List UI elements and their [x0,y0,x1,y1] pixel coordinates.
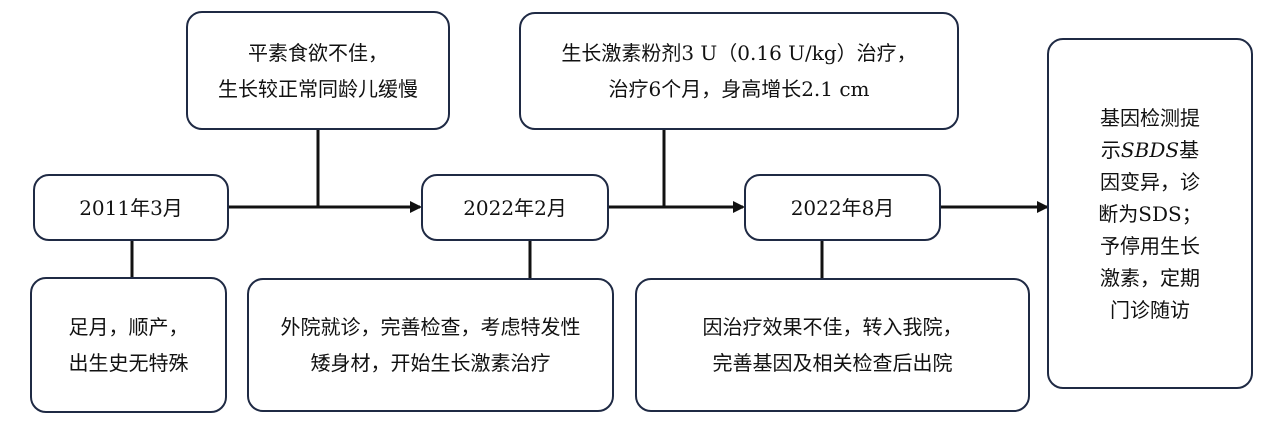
event-box-appetite: 平素食欲不佳， 生长较正常同龄儿缓慢 [186,11,450,130]
event-box-transfer: 因治疗效果不佳，转入我院， 完善基因及相关检查后出院 [635,278,1030,412]
date-box-2022-08: 2022年8月 [744,174,941,241]
event-text-line: 生长激素粉剂3 U（0.16 U/kg）治疗， [561,41,917,65]
event-text-line: 矮身材，开始生长激素治疗 [310,351,551,375]
date-label: 2022年2月 [463,195,567,220]
outcome-text-line: 基因检测提 [1100,105,1200,130]
date-box-2011-03: 2011年3月 [33,174,229,241]
event-text-line: 外院就诊，完善检查，考虑特发性 [280,315,581,339]
date-box-2022-02: 2022年2月 [421,174,609,241]
event-text-line: 足月，顺产， [68,315,189,339]
outcome-text-line: 因变异，诊 [1100,169,1200,194]
event-box-birth: 足月，顺产， 出生史无特殊 [30,277,227,413]
event-box-gh-treatment: 生长激素粉剂3 U（0.16 U/kg）治疗， 治疗6个月，身高增长2.1 cm [519,12,959,130]
date-label: 2011年3月 [79,195,183,220]
date-label: 2022年8月 [790,195,895,220]
outcome-text-line: 激素，定期 [1100,265,1200,290]
outcome-text-line: 断为SDS； [1098,201,1202,226]
outcome-text-line: 予停用生长 [1100,233,1200,258]
outcome-text-line: 门诊随访 [1110,297,1190,322]
event-text-line: 治疗6个月，身高增长2.1 cm [608,77,870,101]
outcome-text-part: 示 [1100,137,1121,162]
outcome-text-part: 基 [1179,137,1200,162]
event-text-line: 生长较正常同龄儿缓慢 [218,76,418,101]
outcome-text-line: 示SBDS基 [1098,134,1201,166]
outcome-box-diagnosis: 基因检测提 示SBDS基 因变异，诊 断为SDS； 予停用生长 激素，定期 门诊… [1047,38,1253,389]
event-text-line: 完善基因及相关检查后出院 [712,351,953,375]
event-text-line: 因治疗效果不佳，转入我院， [702,315,963,339]
event-text-line: 平素食欲不佳， [248,40,388,65]
event-text-line: 出生史无特殊 [68,351,189,375]
gene-name-sbds: SBDS [1120,137,1180,162]
event-box-outside-hospital: 外院就诊，完善检查，考虑特发性 矮身材，开始生长激素治疗 [247,278,614,412]
